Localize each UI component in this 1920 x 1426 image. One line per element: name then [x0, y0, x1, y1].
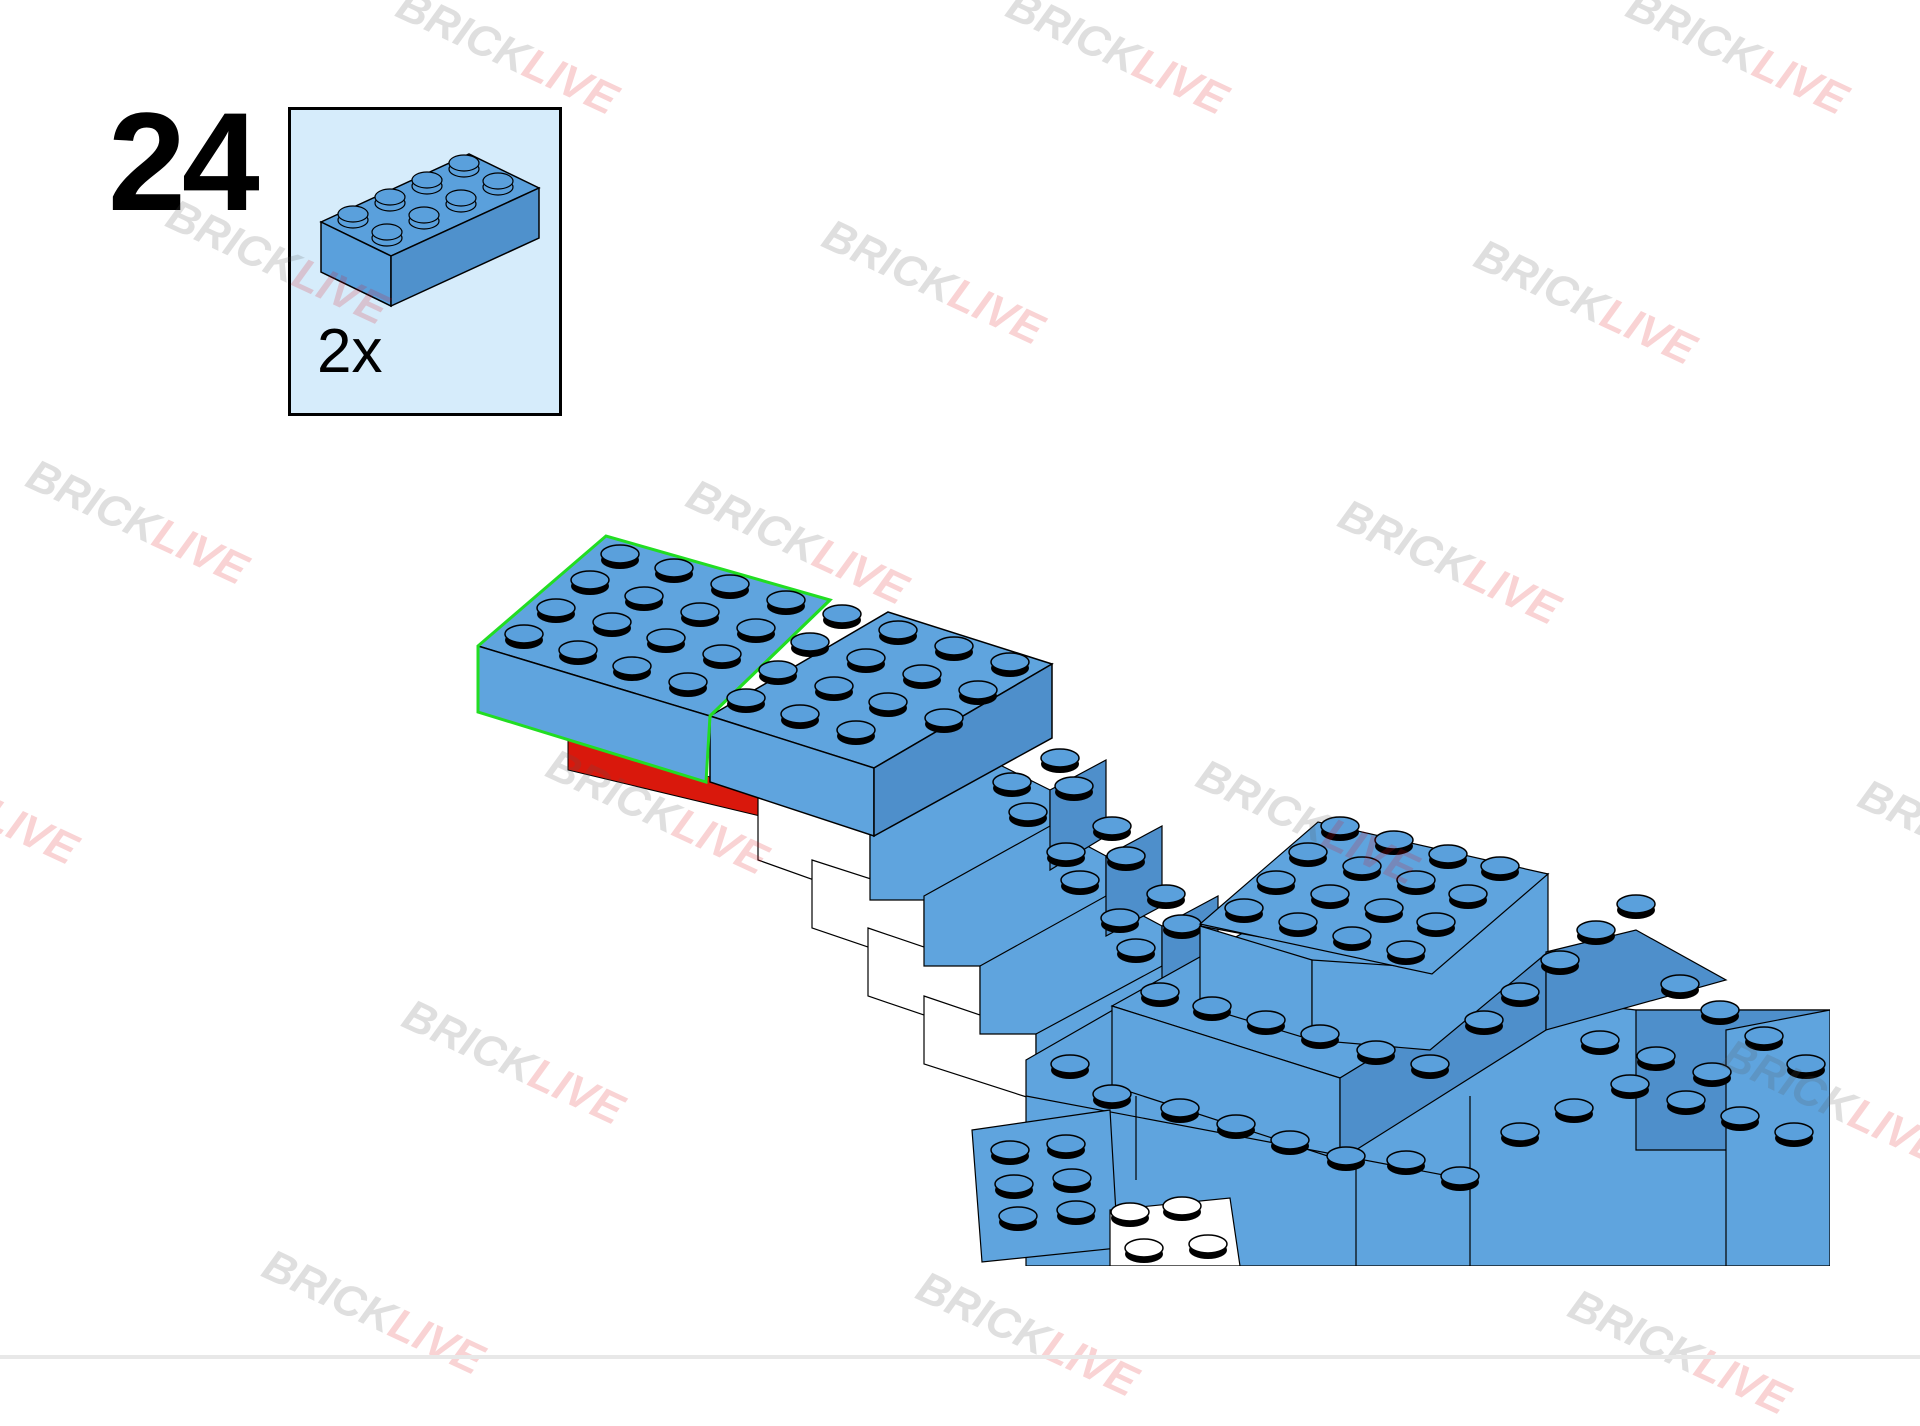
- part-quantity: 2x: [317, 317, 383, 386]
- parts-callout: 2x: [288, 107, 562, 416]
- page-bottom-rule: [0, 1355, 1920, 1359]
- brick-2x4-icon: [319, 153, 541, 308]
- step-number: 24: [108, 83, 260, 240]
- model-illustration: [476, 534, 1831, 1267]
